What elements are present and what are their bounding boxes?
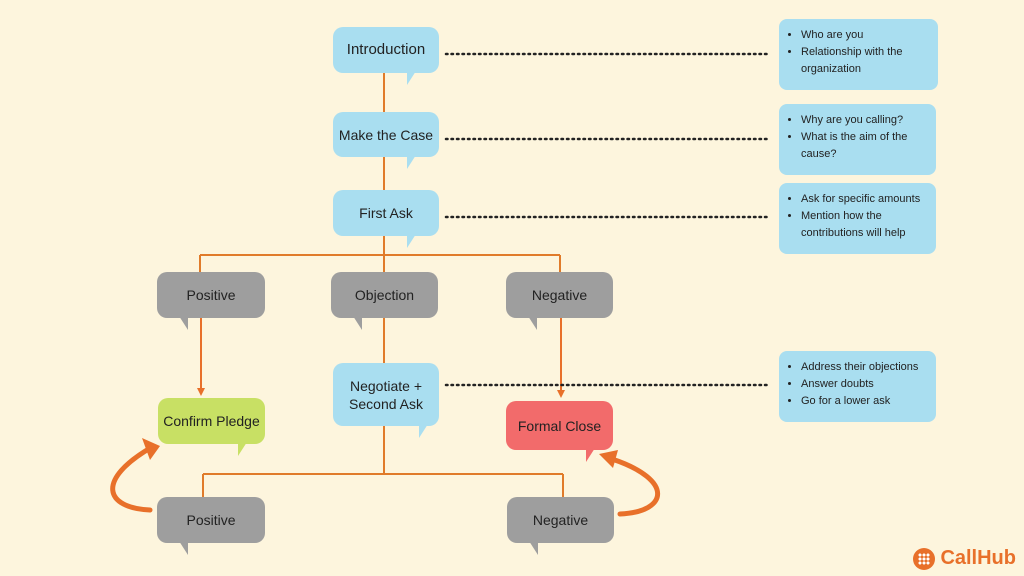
node-negative-label: Negative — [531, 287, 588, 303]
speech-tail — [238, 442, 247, 456]
speech-tail — [179, 541, 188, 555]
speech-tail — [419, 424, 428, 438]
loop-arrow-positive — [110, 444, 155, 513]
callhub-logo: CallHub — [913, 547, 1016, 570]
note-item: Address their objections — [801, 359, 926, 376]
speech-tail — [529, 541, 538, 555]
note-item: What is the aim of the cause? — [801, 129, 926, 163]
node-positive-2-label: Positive — [186, 512, 236, 528]
note-make-the-case: Why are you calling? What is the aim of … — [779, 104, 936, 175]
node-formal-close-label: Formal Close — [517, 417, 602, 434]
callhub-logo-text: CallHub — [940, 547, 1016, 569]
note-item: Ask for specific amounts — [801, 191, 926, 208]
node-negative-2: Negative — [507, 497, 614, 555]
node-objection: Objection — [331, 272, 438, 330]
note-introduction-list: Who are you Relationship with the organi… — [787, 27, 928, 78]
speech-tail — [528, 316, 537, 330]
callhub-logo-icon — [913, 547, 936, 570]
note-first-ask-list: Ask for specific amounts Mention how the… — [787, 191, 926, 242]
node-make-the-case: Make the Case — [333, 112, 439, 169]
speech-tail — [407, 71, 416, 85]
node-first-ask-label: First Ask — [359, 205, 413, 221]
speech-tail — [179, 316, 188, 330]
node-introduction-label: Introduction — [346, 41, 426, 58]
speech-tail — [586, 448, 595, 462]
node-negative-2-label: Negative — [532, 512, 589, 528]
node-first-ask: First Ask — [333, 190, 439, 248]
loop-arrow-negative-head — [599, 450, 618, 468]
note-introduction: Who are you Relationship with the organi… — [779, 19, 938, 90]
node-positive-2: Positive — [157, 497, 265, 555]
speech-tail — [407, 155, 416, 169]
note-negotiate: Address their objections Answer doubts G… — [779, 351, 936, 422]
note-negotiate-list: Address their objections Answer doubts G… — [787, 359, 926, 410]
loop-arrow-positive-head — [142, 438, 160, 460]
node-objection-label: Objection — [354, 287, 415, 303]
node-formal-close: Formal Close — [506, 401, 613, 462]
note-item: Who are you — [801, 27, 928, 44]
note-item: Mention how the contributions will help — [801, 208, 926, 242]
note-item: Why are you calling? — [801, 112, 926, 129]
node-positive-label: Positive — [186, 287, 236, 303]
note-make-the-case-list: Why are you calling? What is the aim of … — [787, 112, 926, 163]
note-item: Go for a lower ask — [801, 393, 926, 410]
speech-tail — [407, 234, 416, 248]
node-negative: Negative — [506, 272, 613, 330]
node-negotiate: Negotiate + Second Ask — [333, 363, 439, 438]
node-positive: Positive — [157, 272, 265, 330]
speech-tail — [353, 316, 362, 330]
loop-arrow-negative — [609, 456, 660, 517]
node-confirm-pledge-label: Confirm Pledge — [163, 413, 260, 429]
note-first-ask: Ask for specific amounts Mention how the… — [779, 183, 936, 254]
node-introduction: Introduction — [333, 27, 439, 85]
node-confirm-pledge: Confirm Pledge — [158, 398, 265, 456]
node-negotiate-label: Negotiate + Second Ask — [349, 377, 423, 412]
node-make-the-case-label: Make the Case — [338, 126, 434, 143]
note-item: Answer doubts — [801, 376, 926, 393]
note-item: Relationship with the organization — [801, 44, 928, 78]
